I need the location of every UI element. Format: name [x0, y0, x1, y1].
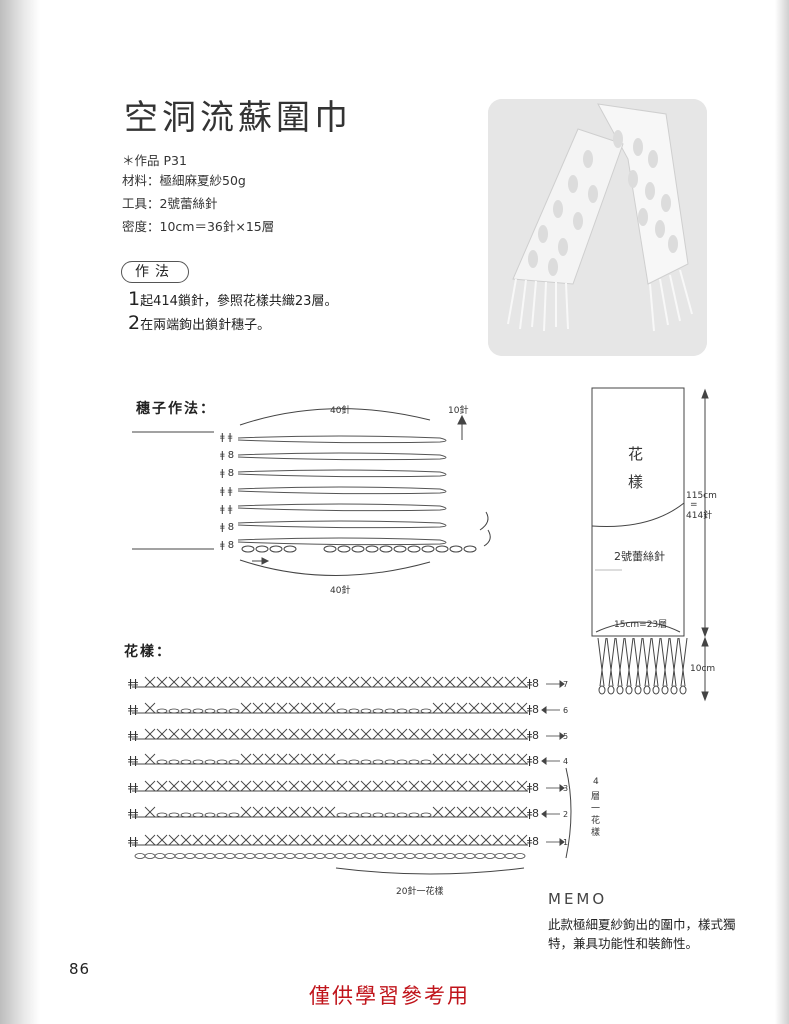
scarf-photo [488, 99, 707, 356]
svg-text:ǂ8: ǂ8 [527, 835, 539, 848]
row-number: 7 [563, 680, 568, 689]
svg-text:ǂ ǂ: ǂ ǂ [220, 504, 233, 515]
svg-text:ǂ ǂ: ǂ ǂ [220, 432, 233, 443]
svg-text:ǂ 8: ǂ 8 [220, 468, 234, 479]
svg-text:ǂ8: ǂ8 [527, 729, 539, 742]
method-label: 作法 [121, 261, 189, 283]
row-number: 6 [563, 706, 568, 715]
repeat-label-1: 4 [593, 777, 599, 787]
fringe-label: 穗子作法： [136, 401, 216, 417]
repeat-count: 20針一花樣 [396, 887, 444, 897]
schematic-width: 15cm=23層 [614, 620, 668, 630]
step-text: 在兩端鉤出鎖針穗子。 [140, 318, 271, 333]
svg-text:ǂǂ: ǂǂ [128, 835, 138, 848]
repeat-label-5: 樣 [591, 828, 601, 838]
fringe-top-count: 40針 [330, 406, 351, 416]
svg-text:ǂ 8: ǂ 8 [220, 540, 234, 551]
schematic-length: 115cm [686, 491, 717, 501]
svg-text:ǂ8: ǂ8 [527, 781, 539, 794]
svg-text:ǂ8: ǂ8 [527, 677, 539, 690]
svg-text:ǂǂ: ǂǂ [128, 677, 138, 690]
step-1: 1起414鎖針，參照花樣共織23層。 [128, 288, 337, 310]
svg-text:ǂ 8: ǂ 8 [220, 450, 234, 461]
pattern-label: 花樣： [124, 644, 172, 660]
tool-info: 工具：2號蕾絲針 [122, 196, 218, 211]
step-number: 2 [128, 312, 141, 334]
memo-text: 此款極細夏紗鉤出的圍巾，樣式獨特，兼具功能性和裝飾性。 [548, 917, 736, 951]
book-spine-shadow [0, 0, 40, 1024]
schematic-fringe-length: 10cm [690, 664, 716, 674]
row-number: 1 [563, 838, 568, 847]
gauge-info: 密度：10cm＝36針×15層 [122, 219, 275, 234]
page-number: 86 [69, 960, 91, 978]
repeat-label-3: 一 [591, 804, 601, 814]
page-title: 空洞流蘇圍巾 [124, 98, 352, 138]
scarf-illustration [488, 99, 707, 356]
svg-text:ǂǂ: ǂǂ [128, 729, 138, 742]
row-number: 5 [563, 732, 568, 741]
fringe-tip-count: 10針 [448, 406, 469, 416]
schematic-stitches: 414針 [686, 511, 713, 521]
svg-text:ǂǂ: ǂǂ [128, 781, 138, 794]
schematic-pattern-2: 樣 [628, 473, 644, 491]
step-2: 2在兩端鉤出鎖針穗子。 [128, 312, 270, 334]
memo-title: MEMO [548, 890, 608, 908]
repeat-label-2: 層 [591, 792, 601, 802]
svg-text:ǂǂ: ǂǂ [128, 807, 138, 820]
svg-text:ǂ8: ǂ8 [527, 754, 539, 767]
page-edge [775, 0, 789, 1024]
svg-text:ǂǂ: ǂǂ [128, 703, 138, 716]
schematic-equals: = [690, 500, 698, 510]
repeat-label-4: 花 [591, 816, 601, 826]
svg-text:ǂ8: ǂ8 [527, 807, 539, 820]
material-info: 材料：極細麻夏紗50g [122, 173, 246, 188]
schematic-hook: 2號蕾絲針 [614, 550, 665, 563]
svg-text:ǂ8: ǂ8 [527, 703, 539, 716]
row-number: 2 [563, 810, 568, 819]
work-ref: ＊作品 P31 [122, 153, 187, 168]
step-number: 1 [128, 288, 141, 310]
svg-text:ǂ ǂ: ǂ ǂ [220, 486, 233, 497]
watermark: 僅供學習參考用 [309, 984, 470, 1008]
fringe-bottom-count: 40針 [330, 586, 351, 596]
row-number: 4 [563, 757, 568, 766]
schematic-pattern-1: 花 [628, 445, 644, 463]
step-text: 起414鎖針，參照花樣共織23層。 [140, 294, 338, 309]
row-number: 3 [563, 784, 568, 793]
svg-text:ǂ 8: ǂ 8 [220, 522, 234, 533]
svg-text:ǂǂ: ǂǂ [128, 754, 138, 767]
